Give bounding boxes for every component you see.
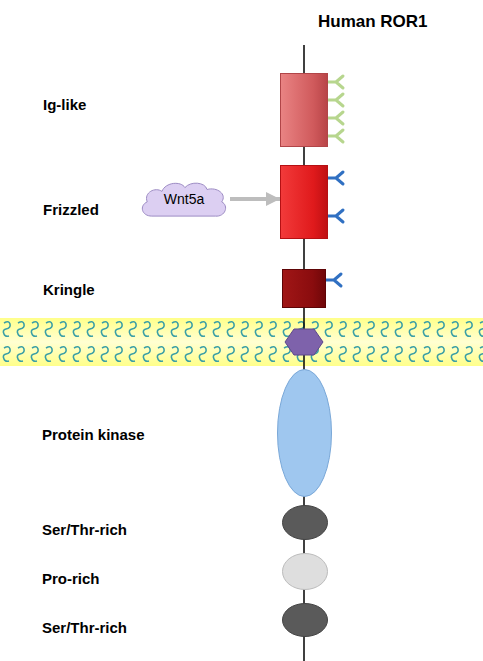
domain-box: Kringle — [282, 269, 326, 308]
lipid-bilayer — [0, 318, 483, 366]
ligand-cloud: Wnt5a — [138, 180, 230, 218]
domain-label: Ser/Thr-rich — [42, 521, 127, 538]
glycan-symbol — [328, 172, 343, 184]
shape-outline — [277, 369, 332, 497]
glycan-group — [326, 172, 343, 286]
domain-ellipse: Pro-rich — [282, 553, 328, 590]
ellipse-shape — [283, 554, 328, 590]
domain-ellipse: Ser/Thr-rich — [282, 505, 328, 540]
glycan-symbol — [328, 112, 343, 124]
arrow-connector — [230, 197, 280, 201]
glycan-symbol — [328, 94, 343, 106]
glycan-symbol — [328, 76, 343, 88]
glycan-symbol — [326, 274, 341, 286]
ellipse-shape — [283, 604, 328, 637]
domain-label: Ig-like — [43, 96, 86, 113]
ellipse-shape — [283, 506, 328, 540]
ligand-label: Wnt5a — [138, 180, 230, 218]
shape-outline — [282, 505, 328, 540]
domain-label: Kringle — [43, 281, 95, 298]
glycan-symbol — [328, 130, 343, 142]
ellipse-shape — [278, 370, 332, 497]
domain-label: Frizzled — [43, 201, 99, 218]
domain-box: Ig-like — [280, 73, 328, 147]
title: Human ROR1 — [318, 12, 428, 32]
shape-outline — [282, 553, 328, 590]
transmembrane-hexagon — [285, 329, 323, 355]
glycan-symbol — [328, 210, 343, 222]
domain-label: Pro-rich — [42, 570, 100, 587]
domain-label: Ser/Thr-rich — [42, 619, 127, 636]
domain-label: Protein kinase — [42, 426, 145, 443]
glycan-group — [328, 76, 343, 142]
domain-box: Frizzled — [280, 165, 328, 239]
cell-membrane — [0, 318, 483, 366]
domain-ellipse: Protein kinase — [277, 369, 332, 497]
shape-outline — [282, 603, 328, 637]
domain-ellipse: Ser/Thr-rich — [282, 603, 328, 637]
